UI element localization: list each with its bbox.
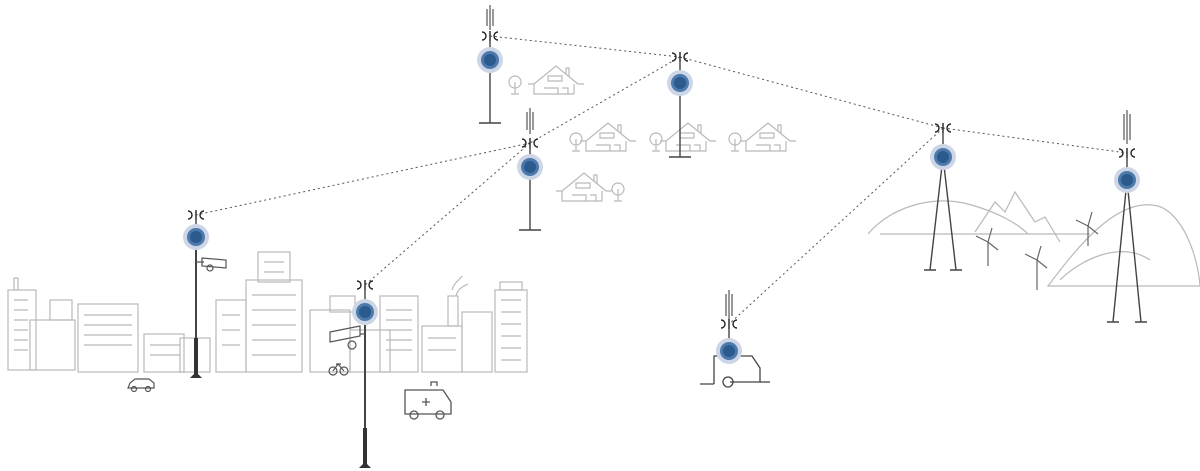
trailer-icon bbox=[700, 355, 770, 388]
streetlight-base bbox=[190, 338, 202, 378]
lattice-tower-icon bbox=[924, 156, 962, 271]
mesh-node bbox=[477, 5, 503, 124]
antenna-icon bbox=[1123, 110, 1131, 144]
wind-turbines bbox=[975, 211, 1099, 290]
mesh-node bbox=[716, 290, 742, 364]
wireless-link bbox=[489, 35, 681, 58]
radio-symbol-icon bbox=[481, 31, 499, 41]
wind-turbine-icon bbox=[975, 227, 999, 266]
node-core bbox=[723, 345, 735, 357]
house-icon bbox=[660, 122, 716, 152]
wireless-link bbox=[679, 56, 944, 129]
house-icon bbox=[556, 172, 612, 202]
node-core bbox=[1121, 174, 1133, 186]
wireless-link bbox=[529, 56, 681, 144]
wireless-link bbox=[728, 127, 944, 325]
house-icon bbox=[528, 65, 584, 95]
lattice-tower-icon bbox=[1107, 179, 1147, 323]
node-core bbox=[524, 161, 536, 173]
camera-icon bbox=[196, 257, 227, 272]
radio-symbol-icon bbox=[1118, 148, 1136, 158]
node-core bbox=[359, 306, 371, 318]
radio-symbol-icon bbox=[521, 138, 539, 148]
streetlight-base bbox=[359, 428, 371, 468]
houses bbox=[508, 65, 796, 202]
mountains-right bbox=[867, 190, 1200, 287]
mesh-node bbox=[1107, 110, 1147, 323]
wireless-link bbox=[942, 127, 1128, 154]
tree-icon bbox=[611, 182, 625, 202]
node-core bbox=[674, 77, 686, 89]
mesh-nodes bbox=[183, 5, 1147, 468]
radio-symbol-icon bbox=[934, 123, 952, 133]
radio-symbol-icon bbox=[356, 280, 374, 290]
mesh-node bbox=[924, 123, 962, 271]
ambulance-icon bbox=[404, 381, 452, 420]
tree-icon bbox=[508, 75, 522, 95]
wireless-link bbox=[195, 142, 531, 216]
radio-symbol-icon bbox=[671, 52, 689, 62]
house-icon bbox=[740, 122, 796, 152]
mesh-node bbox=[352, 280, 378, 468]
car-icon bbox=[127, 378, 155, 393]
radio-symbol-icon bbox=[720, 319, 738, 329]
node-core bbox=[937, 151, 949, 163]
mesh-node bbox=[183, 210, 209, 378]
city-skyline-center bbox=[309, 275, 528, 373]
wind-turbine-icon bbox=[1075, 211, 1099, 246]
antenna-icon bbox=[725, 290, 733, 320]
camera-icon bbox=[329, 325, 365, 350]
tree-icon bbox=[649, 132, 663, 152]
antenna-icon bbox=[526, 108, 534, 134]
tree-icon bbox=[728, 132, 742, 152]
tree-icon bbox=[569, 132, 583, 152]
house-icon bbox=[580, 122, 636, 152]
node-core bbox=[484, 54, 496, 66]
city-skyline-left bbox=[7, 251, 303, 373]
node-core bbox=[190, 231, 202, 243]
bicycle-icon bbox=[328, 363, 349, 376]
mesh-node bbox=[667, 52, 693, 158]
radio-symbol-icon bbox=[187, 210, 205, 220]
mesh-node bbox=[517, 108, 543, 231]
wireless-links bbox=[195, 35, 1128, 325]
wind-turbine-icon bbox=[1024, 245, 1048, 290]
antenna-icon bbox=[486, 5, 494, 30]
wireless-link bbox=[364, 142, 531, 286]
